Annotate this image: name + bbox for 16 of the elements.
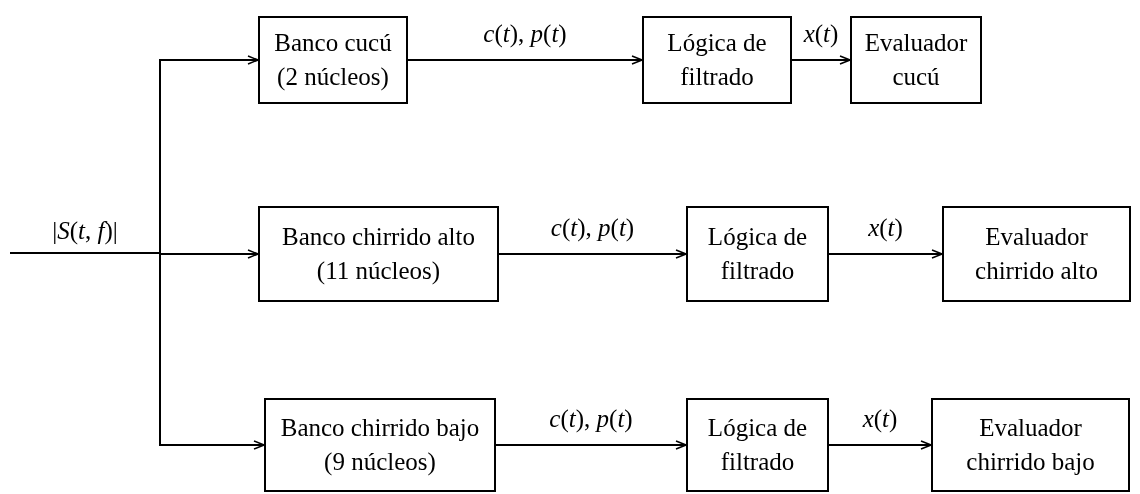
process-box: Lógica de filtrado (642, 16, 792, 104)
process-box: Lógica de filtrado (686, 206, 829, 302)
process-box: Evaluador chirrido bajo (931, 398, 1130, 492)
process-box: Banco chirrido bajo (9 núcleos) (264, 398, 496, 492)
process-box: Banco cucú (2 núcleos) (258, 16, 408, 104)
arrow (828, 440, 932, 450)
arrow (495, 440, 687, 450)
arrow (407, 55, 643, 65)
arrow (791, 55, 851, 65)
arrow (828, 249, 943, 259)
process-box: Evaluador chirrido alto (942, 206, 1131, 302)
process-box: Evaluador cucú (850, 16, 982, 104)
process-box: Banco chirrido alto (11 núcleos) (258, 206, 499, 302)
arrow (498, 249, 687, 259)
arrow (9, 252, 265, 450)
process-box: Lógica de filtrado (686, 398, 829, 492)
